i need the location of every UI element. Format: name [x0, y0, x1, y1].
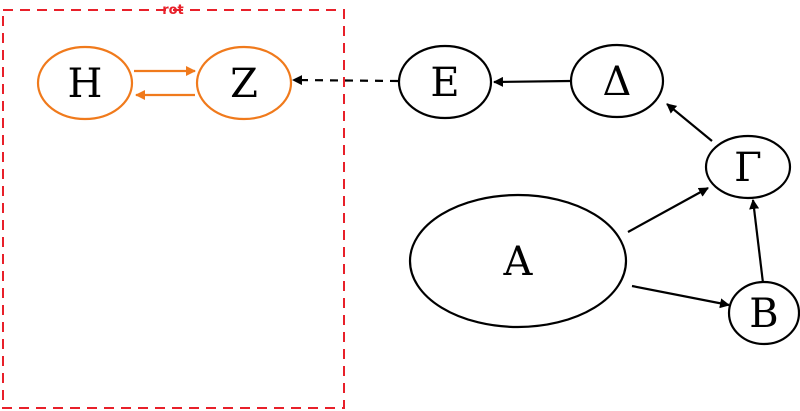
edge-b-to-gamma	[749, 199, 765, 284]
cluster-box	[2, 9, 345, 409]
node-gamma-label: Γ	[734, 145, 762, 191]
cluster-label: rot	[162, 3, 184, 18]
edge-gamma-to-delta	[666, 103, 713, 142]
edges-group	[134, 66, 765, 309]
node-a-label: Α	[503, 239, 534, 285]
node-gamma[interactable]: Γ	[704, 134, 792, 200]
node-delta-label: Δ	[603, 59, 632, 105]
node-z-label: Ζ	[230, 61, 258, 107]
node-h[interactable]: Η	[36, 45, 134, 121]
node-a[interactable]: Α	[408, 193, 628, 329]
edge-e-to-z	[292, 75, 399, 86]
edge-a-to-gamma	[627, 187, 709, 233]
edge-a-to-b	[631, 284, 730, 309]
node-h-label: Η	[68, 61, 103, 107]
node-e-label: Ε	[430, 60, 459, 106]
node-b-label: Β	[749, 291, 778, 337]
node-b[interactable]: Β	[727, 280, 800, 346]
node-z[interactable]: Ζ	[195, 45, 293, 121]
node-e[interactable]: Ε	[397, 44, 493, 120]
edge-delta-to-e	[493, 76, 571, 87]
node-delta[interactable]: Δ	[569, 43, 665, 119]
